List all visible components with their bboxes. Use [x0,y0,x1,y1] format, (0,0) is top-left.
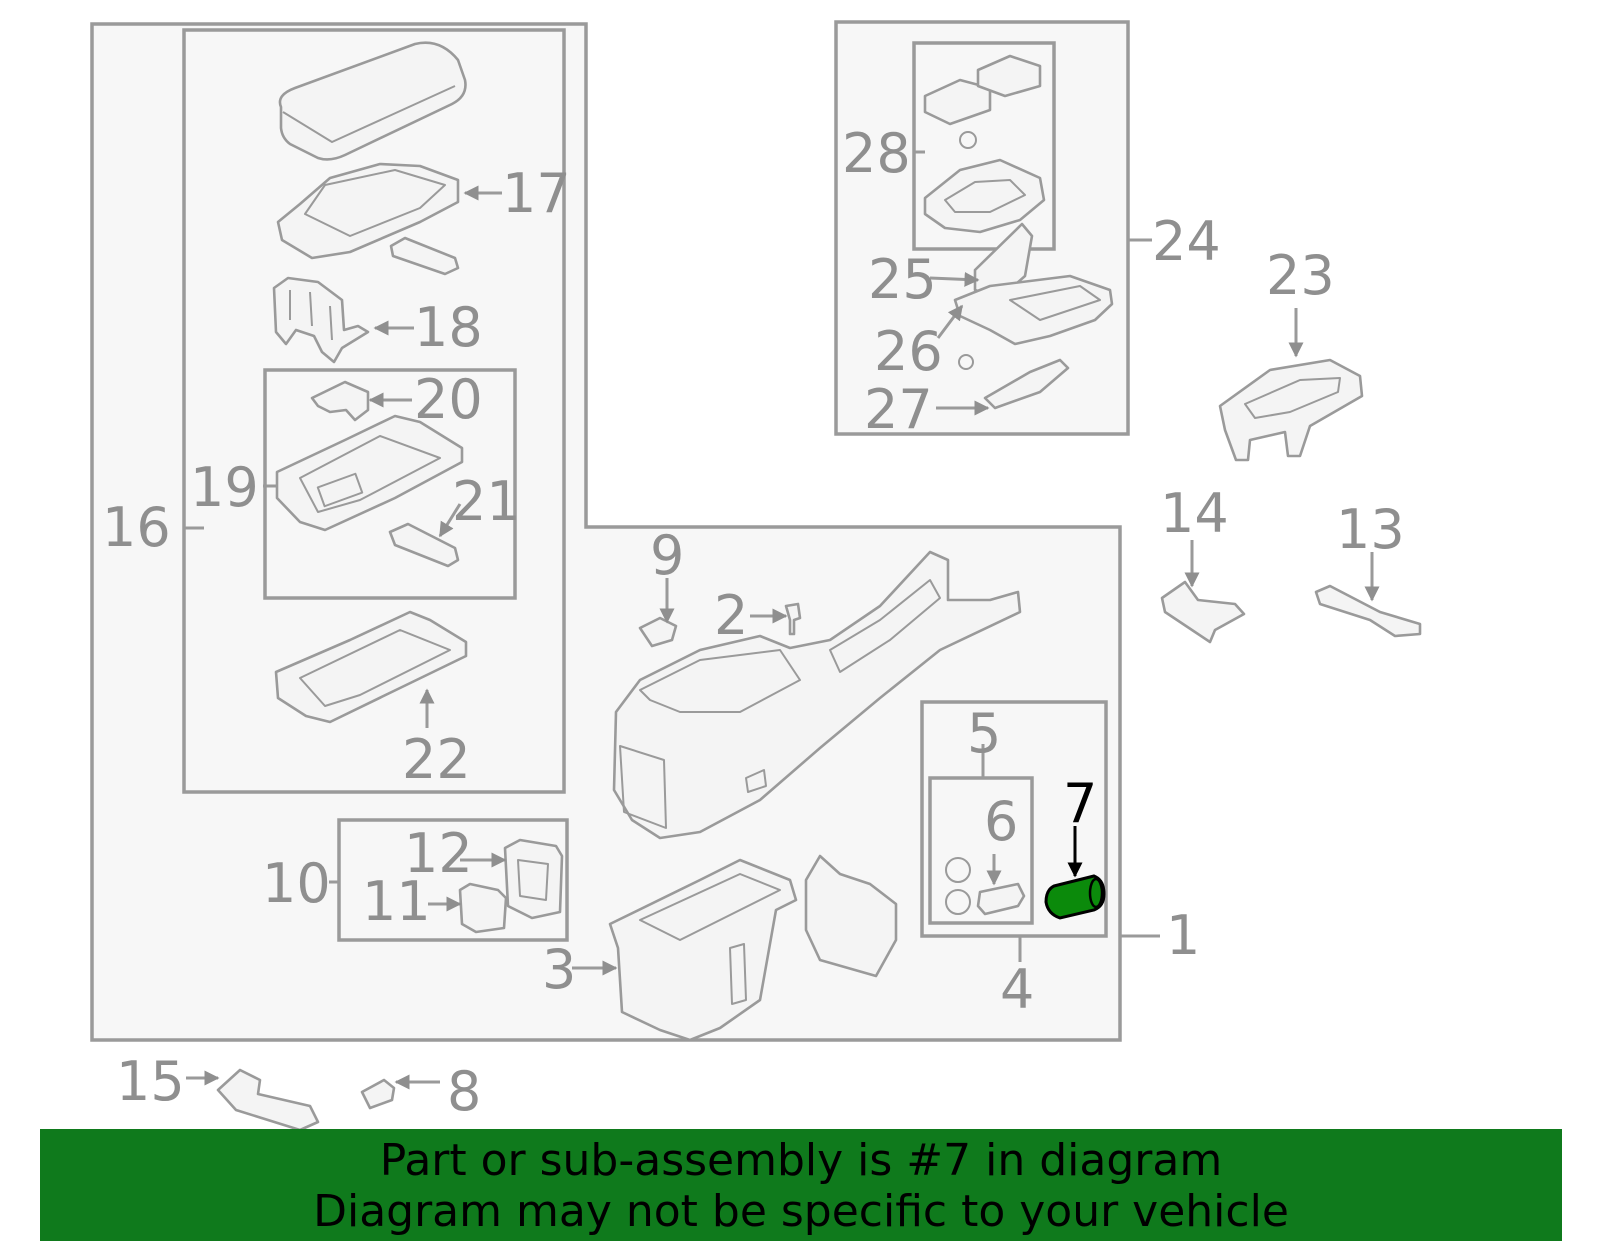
cup-holder-lid [923,54,1046,234]
callout-27: 27 [864,378,933,441]
callout-25: 25 [868,248,937,311]
lid-clip [310,380,370,422]
shift-boot [973,222,1034,300]
callout-26: 26 [874,320,943,383]
callout-20: 20 [414,368,483,431]
lid-latch [388,522,460,568]
console-tray [274,610,468,724]
callout-22: 22 [402,728,471,791]
callout-19: 19 [190,456,259,519]
callout-13: 13 [1336,498,1405,561]
callout-23: 23 [1266,244,1335,307]
callout-8: 8 [447,1060,481,1123]
callout-3: 3 [542,938,576,1001]
banner-line-1: Part or sub-assembly is #7 in diagram [379,1135,1223,1186]
trim-clip [958,354,974,370]
callout-12: 12 [404,822,473,885]
leader-lines [184,150,1380,1090]
callout-10: 10 [262,852,331,915]
console-cap [638,616,678,648]
callout-6: 6 [984,790,1018,853]
callout-17: 17 [502,162,571,225]
console-body [612,550,1022,840]
banner-line-2: Diagram may not be specific to your vehi… [313,1186,1289,1237]
callout-1: 1 [1166,904,1200,967]
armrest-pad [278,41,467,161]
info-banner: Part or sub-assembly is #7 in diagram Di… [40,1129,1562,1241]
bracket-14 [1160,580,1246,644]
callout-18: 18 [414,296,483,359]
bracket-13 [1314,584,1422,638]
callout-14: 14 [1160,482,1229,545]
callout-9: 9 [650,524,684,587]
lighter-socket [945,857,1026,916]
callout-numbers: 1 2 3 4 5 6 7 8 9 10 11 12 13 14 15 16 1… [102,122,1405,1123]
shift-bezel [953,274,1114,346]
storage-bin [608,858,798,1042]
cigarette-lighter-element [1044,874,1106,920]
side-trim-strip [983,358,1070,410]
bracket-15 [216,1068,320,1132]
trim-plate-12 [503,838,564,920]
callout-4: 4 [1000,958,1034,1021]
clip-8 [360,1078,396,1110]
callout-15: 15 [116,1050,185,1113]
trim-plate-11 [458,882,508,934]
callout-16: 16 [102,496,171,559]
callout-2: 2 [714,584,748,647]
lid-inner-panel [275,414,464,532]
callout-11: 11 [362,870,431,933]
callout-24: 24 [1152,210,1221,273]
callout-5: 5 [967,702,1001,765]
callout-28: 28 [842,122,911,185]
hinge-bracket [272,276,370,364]
shift-indicator-panel [1218,358,1364,462]
callout-7: 7 [1063,772,1097,835]
callout-21: 21 [452,470,521,533]
armrest-hinge-base [276,162,460,276]
bin-bracket [804,854,898,978]
console-screw [784,602,802,636]
